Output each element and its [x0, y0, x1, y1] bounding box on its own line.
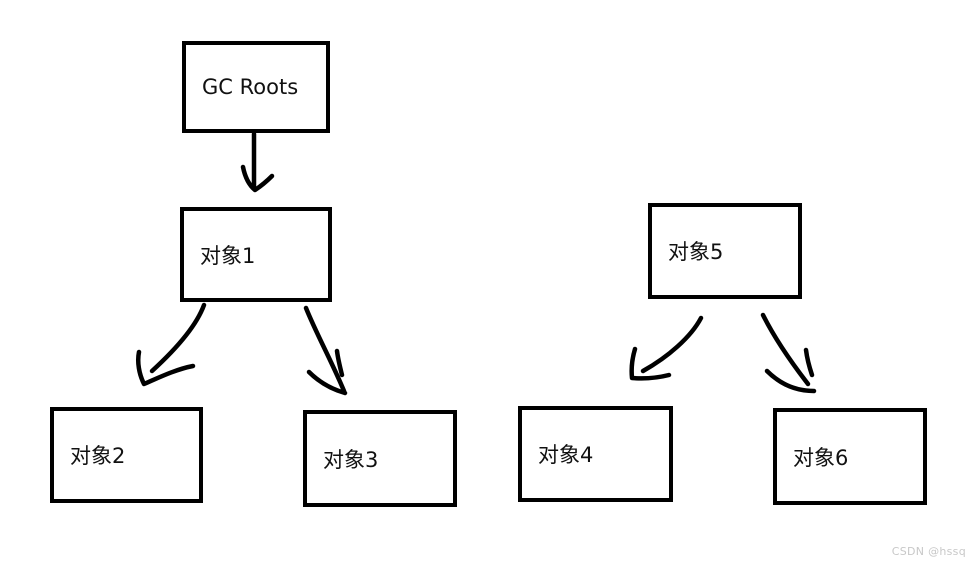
arrow-obj5-to-obj6 — [760, 312, 817, 394]
node-obj2-label: 对象2 — [70, 444, 126, 468]
node-gc-roots-label: GC Roots — [202, 75, 299, 99]
node-obj6: 对象6 — [773, 408, 927, 505]
arrow-gc-roots-to-obj1 — [240, 131, 275, 193]
node-obj6-label: 对象6 — [793, 445, 849, 470]
node-obj1: 对象1 — [180, 207, 332, 302]
watermark: CSDN @hssq — [891, 545, 966, 558]
node-obj5-label: 对象5 — [668, 240, 724, 264]
node-obj5: 对象5 — [648, 203, 802, 299]
node-obj3-label: 对象3 — [323, 447, 379, 472]
node-gc-roots: GC Roots — [182, 41, 330, 133]
node-obj1-label: 对象1 — [200, 243, 256, 268]
arrow-obj5-to-obj4 — [629, 315, 704, 381]
node-obj2: 对象2 — [50, 407, 203, 503]
node-obj3: 对象3 — [303, 410, 457, 507]
arrow-obj1-to-obj3 — [303, 305, 348, 396]
node-obj4: 对象4 — [518, 406, 673, 502]
node-obj4-label: 对象4 — [538, 443, 594, 467]
arrow-obj1-to-obj2 — [135, 302, 207, 387]
